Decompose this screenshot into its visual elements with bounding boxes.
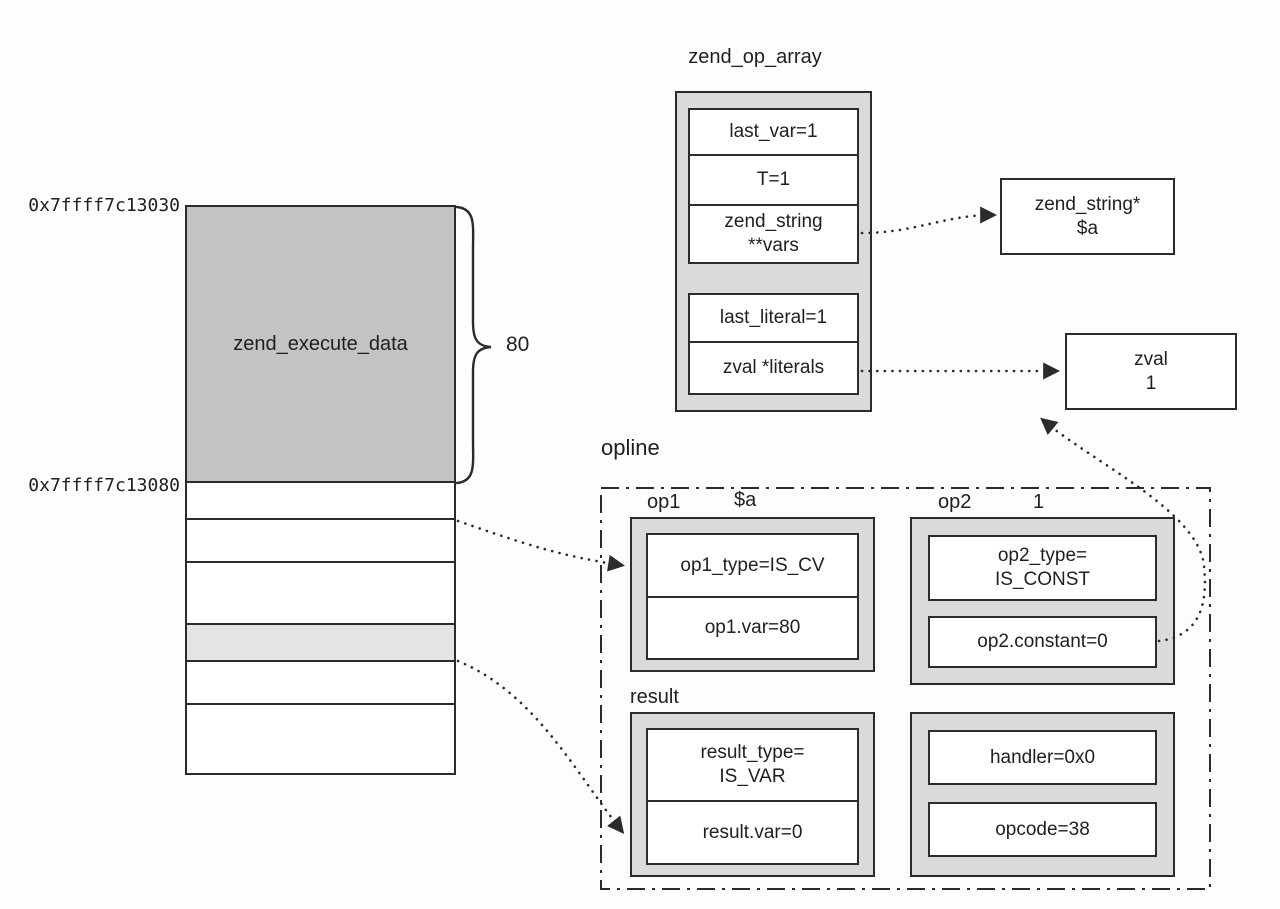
memory-row	[187, 563, 454, 625]
zend-string-box: zend_string* $a	[1000, 178, 1175, 255]
memory-row	[187, 483, 454, 520]
op-array-row-vars: zend_string **vars	[724, 211, 823, 256]
zval-box: zval 1	[1065, 333, 1237, 410]
memory-row	[187, 662, 454, 705]
memory-structure: zend_execute_data	[185, 205, 456, 775]
op-array-top-cells: last_var=1 T=1 zend_string **vars	[688, 108, 859, 264]
result-var-cell: result.var=0	[702, 821, 803, 843]
op1-label: op1	[647, 491, 681, 513]
memory-row	[187, 705, 454, 771]
result-cells: result_type= IS_VAR result.var=0	[646, 728, 859, 865]
result-box: result_type= IS_VAR result.var=0	[630, 712, 875, 877]
arrow-memory-to-op1	[456, 519, 626, 572]
op2-operand-value: 1	[1033, 491, 1045, 513]
op1-operand-value: $a	[734, 489, 757, 511]
opline-label: opline	[601, 435, 660, 460]
op1-box: op1_type=IS_CV op1.var=80	[630, 517, 875, 672]
zend-execute-data-label: zend_execute_data	[233, 332, 408, 355]
op1-cells: op1_type=IS_CV op1.var=80	[646, 533, 859, 660]
op2-label: op2	[938, 491, 972, 513]
result-type-cell: result_type= IS_VAR	[648, 730, 857, 802]
memory-address-top: 0x7ffff7c13030	[28, 195, 180, 216]
op1-type-cell: op1_type=IS_CV	[648, 535, 857, 598]
op-array-bottom-cells: last_literal=1 zval *literals	[688, 293, 859, 395]
zend-execute-data-block: zend_execute_data	[187, 207, 454, 483]
arrow-vars-to-zend-string	[860, 206, 998, 235]
op-array-title: zend_op_array	[688, 46, 822, 68]
op2-box: op2_type= IS_CONST op2.constant=0	[910, 517, 1175, 685]
op-array-row-last-literal: last_literal=1	[690, 295, 857, 343]
size-label: 80	[506, 333, 530, 356]
arrow-memory-to-result	[456, 659, 625, 834]
op1-var-cell: op1.var=80	[704, 617, 801, 638]
opcode-cell: opcode=38	[928, 802, 1157, 857]
memory-row	[187, 520, 454, 563]
memory-address-bottom: 0x7ffff7c13080	[28, 475, 180, 496]
memory-row-highlight	[187, 625, 454, 662]
result-label: result	[630, 686, 679, 708]
size-brace	[455, 205, 492, 485]
handler-cell: handler=0x0	[928, 730, 1157, 785]
op-array-box: last_var=1 T=1 zend_string **vars last_l…	[675, 91, 872, 412]
op-array-row-t: T=1	[690, 156, 857, 206]
op-array-row-last-var: last_var=1	[690, 110, 857, 156]
op-array-row-literals: zval *literals	[722, 357, 825, 378]
op2-constant-cell: op2.constant=0	[928, 616, 1157, 668]
handler-box: handler=0x0 opcode=38	[910, 712, 1175, 877]
op2-type-cell: op2_type= IS_CONST	[928, 535, 1157, 601]
